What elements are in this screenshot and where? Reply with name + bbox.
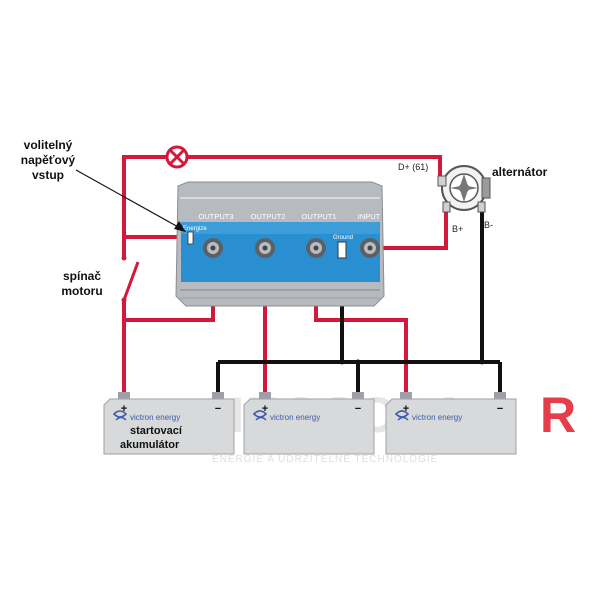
battery-minus-sign: − [355, 403, 361, 415]
starter-battery-label-2: akumulátor [120, 439, 180, 451]
optional-input-line-1: volitelný [24, 138, 73, 152]
input-terminal [360, 238, 380, 258]
battery-brand: victron energy [270, 413, 320, 422]
watermark-tagline: ENERGIE A UDRŽITELNÉ TECHNOLOGIE [212, 452, 438, 465]
service-battery-1: + − victron energy [243, 392, 375, 455]
indicator-lamp-icon [165, 145, 189, 169]
optional-input-line-3: vstup [32, 168, 64, 182]
input-wire [370, 212, 448, 250]
output1-label: OUTPUT1 [301, 212, 336, 221]
battery-minus-sign: − [497, 403, 503, 415]
starter-battery: + − victron energy startovací akumulátor [103, 392, 236, 455]
d-plus-wire [122, 155, 442, 258]
energize-terminal [187, 231, 194, 245]
victron-logo-icon [252, 410, 268, 421]
alternator-icon [437, 165, 491, 213]
service-battery-2: + − victron energy [385, 392, 517, 455]
output3-label: OUTPUT3 [198, 212, 233, 221]
d-plus-label: D+ (61) [398, 162, 428, 172]
junction-dot [479, 359, 485, 365]
input-label: INPUT [358, 212, 381, 221]
junction-dot [355, 359, 361, 365]
battery-brand: victron energy [130, 413, 180, 422]
output2-terminal [255, 238, 275, 258]
junction-dot [339, 359, 345, 365]
battery-isolator: OUTPUT3 OUTPUT2 OUTPUT1 INPUT Energize G… [175, 181, 385, 307]
arrow-head-icon [174, 221, 186, 232]
optional-input-annotation: volitelný napěťový vstup [21, 138, 186, 232]
output1-terminal [306, 238, 326, 258]
output3-terminal [203, 238, 223, 258]
ground-terminal [337, 241, 347, 259]
engine-switch-line-1: spínač [63, 269, 101, 283]
battery-minus-sign: − [215, 403, 221, 415]
ground-label: Ground [333, 235, 353, 241]
b-plus-label: B+ [452, 224, 463, 234]
victron-logo-icon [394, 410, 410, 421]
optional-input-arrow [75, 169, 181, 229]
battery-plus-sign: + [262, 403, 268, 415]
watermark-accent: R [540, 387, 576, 443]
output2-label: OUTPUT2 [250, 212, 285, 221]
victron-logo-icon [112, 410, 128, 421]
battery-brand: victron energy [412, 413, 462, 422]
battery-plus-sign: + [403, 403, 409, 415]
energize-wire [122, 235, 190, 258]
engine-switch-annotation: spínač motoru [61, 269, 102, 298]
battery-plus-sign: + [121, 403, 127, 415]
starter-battery-label-1: startovací [130, 425, 183, 437]
energize-label: Energize [183, 226, 207, 232]
b-minus-label: B- [484, 220, 493, 230]
alternator-label: alternátor [492, 165, 548, 179]
engine-switch-icon [121, 255, 140, 303]
optional-input-line-2: napěťový [21, 153, 76, 167]
engine-switch-line-2: motoru [61, 284, 102, 298]
